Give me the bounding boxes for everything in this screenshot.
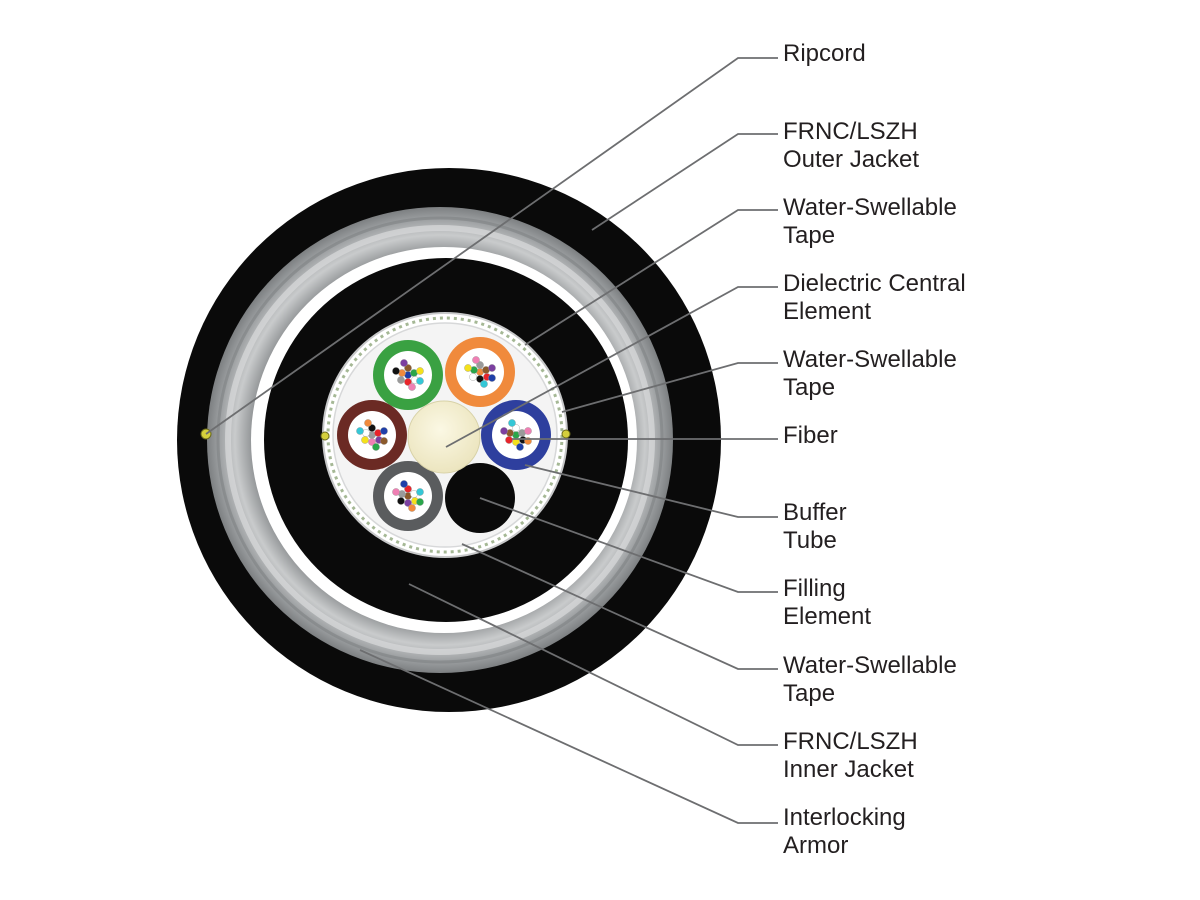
label-dielectric-central-element-line-2: Element xyxy=(783,298,872,325)
label-water-swellable-tape-inner-line-1: Water-Swellable xyxy=(783,652,957,679)
leader-line-dielectric-central-element xyxy=(445,286,778,448)
fiber xyxy=(404,499,412,507)
fiber xyxy=(368,424,376,432)
leader-line-water-swellable-tape-outer xyxy=(524,209,778,346)
fiber xyxy=(472,356,480,364)
leader-line-ripcord xyxy=(205,57,778,435)
label-buffer-tube-line-1: Buffer xyxy=(783,499,847,526)
label-filling-element-line-1: Filling xyxy=(783,575,846,602)
fiber xyxy=(368,438,376,446)
fiber xyxy=(500,427,508,435)
fiber xyxy=(356,427,364,435)
label-interlocking-armor: Interlocking Armor xyxy=(783,804,906,860)
leader-line-interlocking-armor xyxy=(359,649,778,824)
label-ripcord-line-1: Ripcord xyxy=(783,40,866,67)
armor-ridge-dark xyxy=(216,216,664,664)
label-outer-jacket: FRNC/LSZH Outer Jacket xyxy=(783,118,919,174)
fiber xyxy=(464,364,472,372)
armor-ridge xyxy=(225,225,655,655)
fiber xyxy=(469,373,477,381)
label-water-swellable-tape-core: Water-Swellable Tape xyxy=(783,346,957,402)
label-dielectric-central-element-line-1: Dielectric Central xyxy=(783,270,966,297)
label-inner-jacket-line-1: FRNC/LSZH xyxy=(783,728,918,755)
label-filling-element: Filling Element xyxy=(783,575,871,631)
fiber xyxy=(364,419,372,427)
fiber xyxy=(397,497,405,505)
fiber xyxy=(488,374,496,382)
ripcord-inner-right xyxy=(561,429,571,439)
fiber xyxy=(372,443,380,451)
leader-line-filling-element xyxy=(479,497,778,593)
fiber xyxy=(480,380,488,388)
label-ripcord: Ripcord xyxy=(783,40,866,68)
fiber xyxy=(524,427,532,435)
label-outer-jacket-line-1: FRNC/LSZH xyxy=(783,118,918,145)
fiber xyxy=(508,419,516,427)
fiber xyxy=(380,437,388,445)
label-buffer-tube: Buffer Tube xyxy=(783,499,847,555)
fiber xyxy=(400,359,408,367)
leader-line-buffer-tube xyxy=(524,464,778,518)
fiber xyxy=(476,375,484,383)
label-fiber-line-1: Fiber xyxy=(783,422,838,449)
fiber xyxy=(361,436,369,444)
label-interlocking-armor-line-2: Armor xyxy=(783,832,849,859)
label-inner-jacket-line-2: Inner Jacket xyxy=(783,756,914,783)
label-water-swellable-tape-outer: Water-Swellable Tape xyxy=(783,194,957,250)
label-interlocking-armor-line-1: Interlocking xyxy=(783,804,906,831)
label-dielectric-central-element: Dielectric Central Element xyxy=(783,270,966,326)
fiber xyxy=(416,367,424,375)
fiber xyxy=(488,364,496,372)
leader-line-outer-jacket xyxy=(591,133,778,231)
label-inner-jacket: FRNC/LSZH Inner Jacket xyxy=(783,728,918,784)
label-water-swellable-tape-inner-line-2: Tape xyxy=(783,680,836,707)
leader-line-inner-jacket xyxy=(408,583,778,746)
fiber xyxy=(416,377,424,385)
label-filling-element-line-2: Element xyxy=(783,603,872,630)
fiber xyxy=(380,427,388,435)
label-buffer-tube-line-2: Tube xyxy=(783,527,837,554)
leader-line-water-swellable-tape-core xyxy=(561,362,778,413)
fiber xyxy=(416,488,424,496)
fiber xyxy=(476,361,484,369)
fiber xyxy=(404,378,412,386)
fiber-group xyxy=(356,356,532,512)
leader-line-water-swellable-tape-inner xyxy=(461,543,778,670)
ripcord-inner-left xyxy=(320,431,330,441)
label-fiber: Fiber xyxy=(783,422,838,450)
label-water-swellable-tape-core-line-2: Tape xyxy=(783,374,836,401)
fiber xyxy=(397,376,405,384)
fiber xyxy=(408,504,416,512)
label-water-swellable-tape-core-line-1: Water-Swellable xyxy=(783,346,957,373)
fiber xyxy=(512,424,520,432)
dielectric-central-element xyxy=(407,400,481,474)
label-water-swellable-tape-outer-line-2: Tape xyxy=(783,222,836,249)
fiber xyxy=(505,436,513,444)
fiber xyxy=(404,364,412,372)
fiber xyxy=(392,488,400,496)
fiber xyxy=(404,485,412,493)
label-water-swellable-tape-inner: Water-Swellable Tape xyxy=(783,652,957,708)
label-outer-jacket-line-2: Outer Jacket xyxy=(783,146,920,173)
fiber xyxy=(516,443,524,451)
label-water-swellable-tape-outer-line-1: Water-Swellable xyxy=(783,194,957,221)
fiber xyxy=(392,367,400,375)
fiber xyxy=(400,480,408,488)
fiber xyxy=(416,498,424,506)
fiber xyxy=(408,383,416,391)
